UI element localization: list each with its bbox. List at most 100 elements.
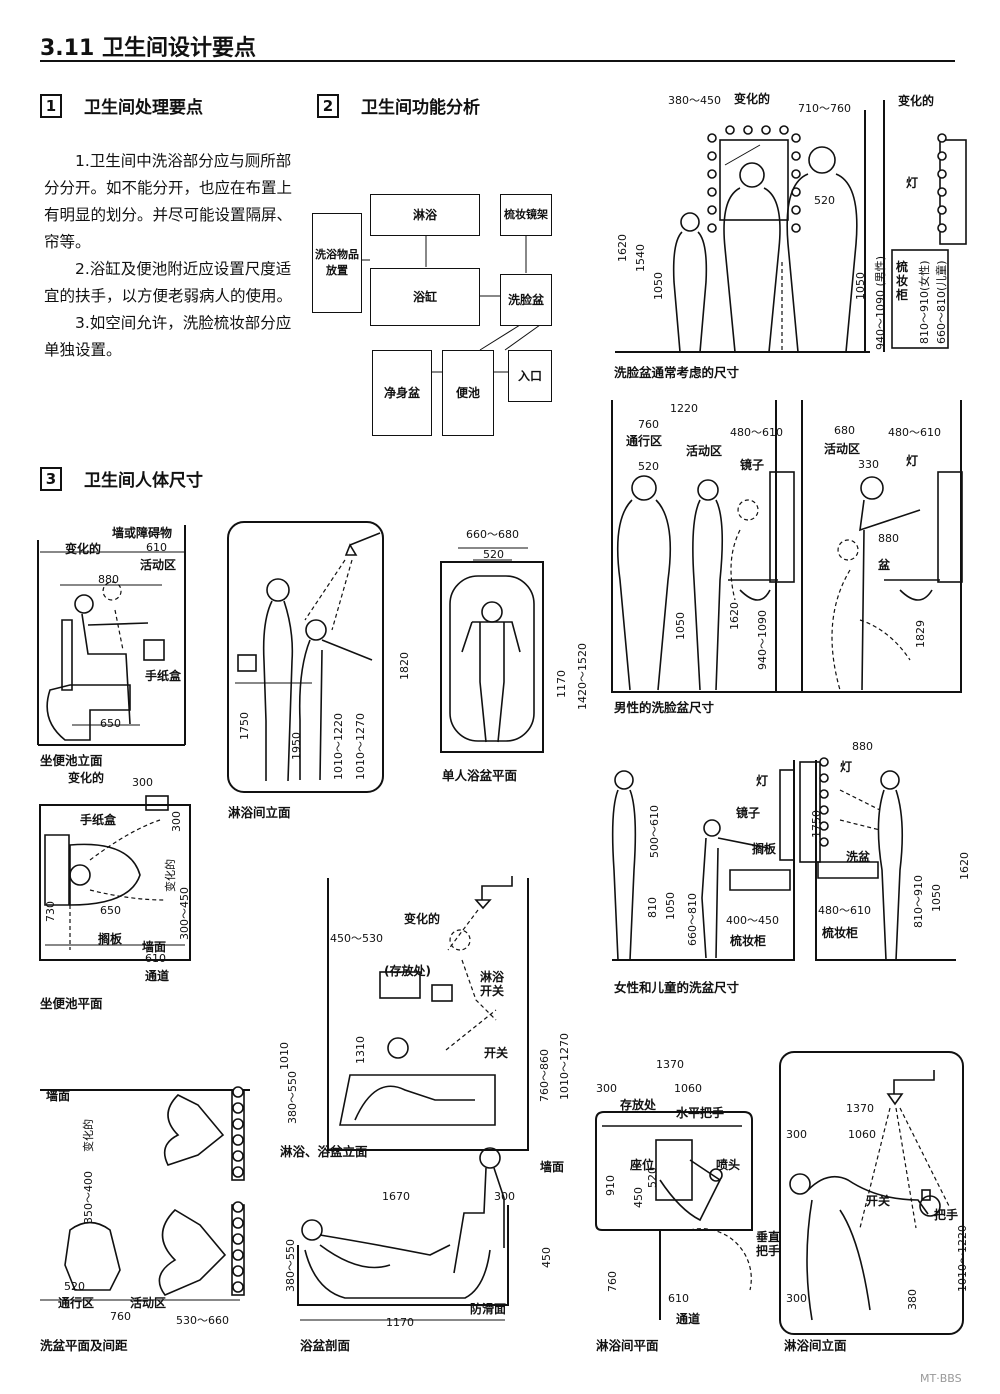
dim-880: 880 (878, 532, 899, 545)
dim-1010-1270: 1010～1270 (558, 1033, 571, 1100)
dim-300: 300 (596, 1082, 617, 1095)
dim-760-860: 760～860 (538, 1049, 551, 1102)
caption-toilet-elevation: 坐便池立面 (40, 753, 103, 768)
flow-box-storage: 洗浴物品放置 (312, 213, 362, 313)
dim-450: 450 (632, 1187, 645, 1208)
dim-1050-b: 1050 (930, 884, 943, 912)
label-active-zone: 活动区 (130, 1296, 167, 1310)
label-mirror: 镜子 (736, 806, 761, 820)
label-variable: 变化的 (65, 542, 102, 556)
dim-730: 730 (44, 901, 57, 922)
section-1-text: 1.卫生间中洗浴部分应与厕所部分分开。如不能分开，也应在布置上有明显的划分。并尽… (44, 148, 294, 364)
basin-male-drawing (611, 400, 963, 693)
dim-300: 300 (786, 1128, 807, 1141)
label-tissue-box: 手纸盒 (80, 813, 117, 827)
dim-910: 910 (604, 1175, 617, 1196)
dim-520: 520 (638, 460, 659, 473)
dim-300-vertical: 300 (170, 811, 183, 832)
flow-box-basin: 洗脸盆 (500, 274, 552, 326)
toilet-plan-drawing (39, 795, 191, 961)
dim-940-1090-male: 940～1090 (男性) (874, 255, 887, 350)
shower-elevation-drawing (227, 521, 384, 793)
label-variable: 变化的 (68, 771, 105, 785)
dim-1820: 1820 (398, 652, 411, 680)
dim-1050: 1050 (674, 612, 687, 640)
dim-1010-1220: 1010～1220 (956, 1225, 969, 1292)
label-horizontal-bar: 水平把手 (676, 1106, 725, 1120)
label-switch: 开关 (866, 1194, 891, 1208)
dim-610: 610 (145, 952, 166, 965)
dim-1370: 1370 (846, 1102, 874, 1115)
dim-650: 650 (100, 717, 121, 730)
label-storage: 存放处 (620, 1098, 657, 1112)
label-basin: 盆 (878, 558, 891, 572)
dim-1010-1220: 1010～1220 (332, 713, 345, 780)
label-lamp: 灯 (756, 774, 769, 788)
dim-810-910: 810～910 (912, 875, 925, 928)
caption-basin-general: 洗脸盆通常考虑的尺寸 (614, 365, 740, 380)
watermark: MT·BBS (920, 1372, 962, 1385)
dim-660-810: 660～810 (686, 893, 699, 946)
dim-880: 880 (852, 740, 873, 753)
toilet-elevation-drawing (37, 525, 186, 746)
label-wash-basin: 洗盆 (846, 850, 871, 864)
section-3-title: 卫生间人体尺寸 (84, 471, 203, 491)
section-3-heading: 3 卫生间人体尺寸 (40, 466, 203, 491)
label-nozzle: 喷头 (716, 1158, 741, 1172)
dim-1010: 1010 (278, 1042, 291, 1070)
dim-530-660: 530～660 (176, 1314, 229, 1327)
label-vertical-bar: 垂直把手 (756, 1230, 781, 1258)
paragraph-1: 1.卫生间中洗浴部分应与厕所部分分开。如不能分开，也应在布置上有明显的划分。并尽… (44, 152, 293, 251)
dim-520: 520 (646, 1167, 659, 1188)
section-2-heading: 2 卫生间功能分析 (317, 93, 480, 118)
dim-710-760: 710～760 (798, 102, 851, 115)
label-handle: 把手 (934, 1208, 959, 1222)
shower-plan-drawing (595, 1111, 753, 1320)
label-passage: 通道 (676, 1312, 701, 1326)
caption-shower-plan: 淋浴间平面 (596, 1338, 659, 1353)
dim-810: 810 (646, 897, 659, 918)
dim-1620: 1620 (728, 602, 741, 630)
dim-810-910-female: 810～910(女性) (918, 260, 931, 344)
dim-660-810-child: 660～810(儿童) (935, 260, 948, 344)
dim-940-1090: 940～1090 (756, 610, 769, 670)
shower-tub-elevation-drawing (327, 876, 529, 1151)
label-variable: 变化的 (404, 912, 441, 926)
dim-520: 520 (814, 194, 835, 207)
caption-tub-section: 浴盆剖面 (300, 1338, 351, 1353)
flow-box-shower: 淋浴 (370, 194, 480, 236)
dim-480-610: 480～610 (818, 904, 871, 917)
dim-760: 760 (638, 418, 659, 431)
dim-480-610-b: 480～610 (888, 426, 941, 439)
flow-box-toilet: 便池 (442, 350, 494, 436)
flow-box-bidet: 净身盆 (372, 350, 432, 436)
label-wall: 墙面 (46, 1089, 71, 1103)
dim-1170: 1170 (386, 1316, 414, 1329)
dim-1750: 1750 (810, 810, 823, 838)
dim-1050: 1050 (652, 272, 665, 300)
label-switch: 开关 (484, 1046, 509, 1060)
caption-basin-male: 男性的洗脸盆尺寸 (614, 700, 715, 715)
label-passage: 通行区 (58, 1296, 95, 1310)
label-wall: 墙面 (540, 1160, 565, 1174)
dim-1750: 1750 (238, 712, 251, 740)
dim-380-550: 380～550 (284, 1239, 297, 1292)
paragraph-2: 2.浴缸及便池附近应设置尺度适宜的扶手，以方便老弱病人的使用。 (44, 260, 293, 305)
section-1-title: 卫生间处理要点 (84, 98, 203, 118)
label-wall: 墙面 (142, 940, 167, 954)
section-2-title: 卫生间功能分析 (361, 98, 480, 118)
caption-basin-plan: 洗盆平面及间距 (40, 1338, 128, 1353)
label-seat: 座位 (630, 1158, 655, 1172)
label-tissue-box: 手纸盒 (145, 669, 182, 683)
label-variable-2: 变化的 (898, 94, 935, 108)
page-title: 3.11 卫生间设计要点 (40, 36, 256, 61)
dim-1060: 1060 (848, 1128, 876, 1141)
basin-female-drawing (611, 757, 956, 961)
dim-880: 880 (98, 573, 119, 586)
dim-380-450: 380～450 (668, 94, 721, 107)
dim-760: 760 (606, 1271, 619, 1292)
dim-520: 520 (64, 1280, 85, 1293)
label-wall-obstacle: 墙或障碍物 (112, 526, 173, 540)
dim-610: 610 (668, 1292, 689, 1305)
